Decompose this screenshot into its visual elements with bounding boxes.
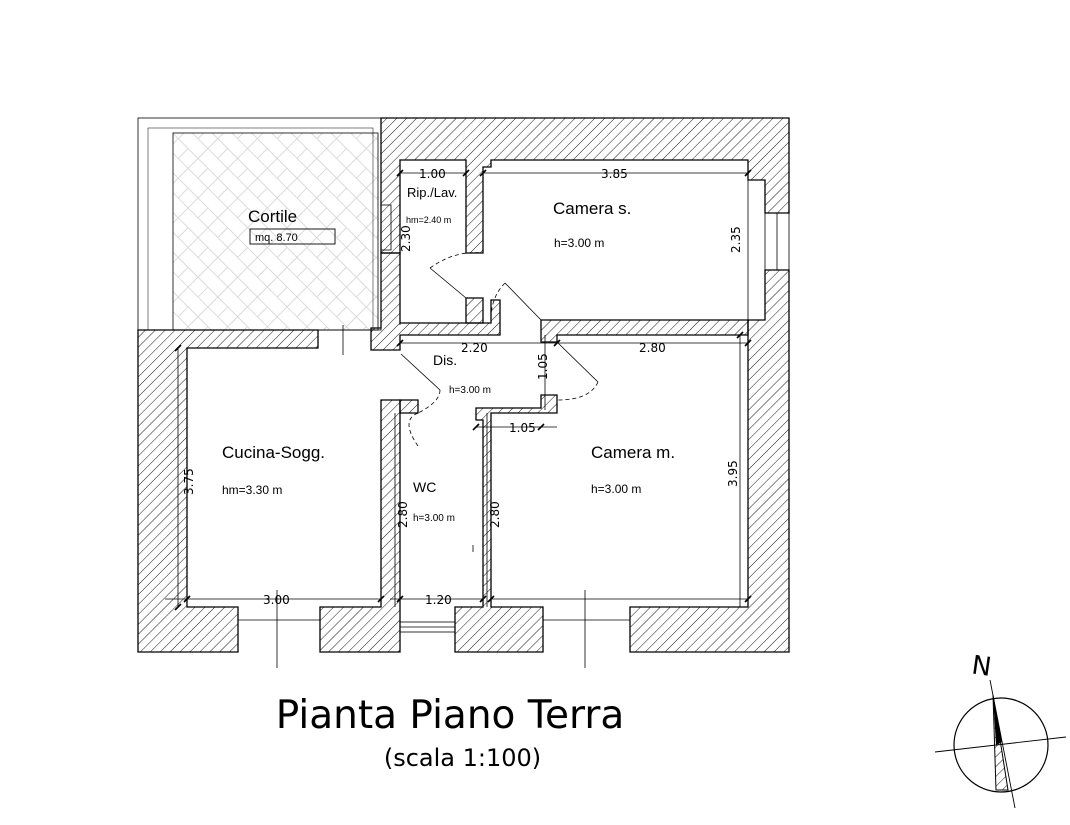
room-cucina-height: hm=3.30 m xyxy=(222,483,282,497)
dim-wc-depth-right: 2.80 xyxy=(488,501,502,528)
room-dis-name: Dis. xyxy=(433,352,457,368)
north-label: N xyxy=(970,650,993,682)
wall-rip-right-stub xyxy=(465,297,484,324)
plan-scale: (scala 1:100) xyxy=(383,744,542,772)
room-wc-name: WC xyxy=(413,479,436,495)
room-camera-m-height: h=3.00 m xyxy=(591,482,641,496)
room-rip-height: hm=2.40 m xyxy=(406,215,451,225)
dimension-ticks xyxy=(174,169,752,611)
courtyard xyxy=(137,117,382,331)
dimension-lines xyxy=(165,165,749,668)
room-cucina-name: Cucina-Sogg. xyxy=(222,443,325,462)
room-camera-s-name: Camera s. xyxy=(553,199,631,218)
wall-west xyxy=(137,329,319,653)
dim-camera-s-depth: 2.35 xyxy=(729,226,743,253)
north-compass: N xyxy=(934,650,1067,809)
dim-camera-m-depth: 3.95 xyxy=(726,460,740,487)
dim-dis-depth: 1.05 xyxy=(536,353,550,380)
dim-step-width: 1.05 xyxy=(509,421,536,435)
plan-title: Pianta Piano Terra xyxy=(275,693,625,738)
wall-wc-stub xyxy=(399,399,419,414)
dim-camera-s-width: 3.85 xyxy=(601,167,628,181)
dim-camera-m-width: 2.80 xyxy=(639,341,666,355)
dim-cucina-depth: 3.75 xyxy=(182,468,196,495)
room-rip-name: Rip./Lav. xyxy=(407,185,457,200)
wall-middle xyxy=(540,319,749,343)
walls xyxy=(137,117,790,653)
windows xyxy=(238,204,790,633)
room-camera-m-name: Camera m. xyxy=(591,443,675,462)
dim-rip-depth: 2.30 xyxy=(399,225,413,252)
room-camera-s-height: h=3.00 m xyxy=(554,236,604,250)
courtyard-area: mq. 8.70 xyxy=(255,232,298,244)
door-swings xyxy=(400,252,599,447)
courtyard-area-box xyxy=(249,228,336,245)
wall-south-a xyxy=(319,399,401,653)
dim-cucina-width: 3.00 xyxy=(263,593,290,607)
room-wc-height: h=3.00 m xyxy=(413,513,455,524)
courtyard-name: Cortile xyxy=(248,207,297,226)
dim-dis-width: 2.20 xyxy=(461,341,488,355)
dim-wc-width: 1.20 xyxy=(425,593,452,607)
wall-south-b xyxy=(454,394,558,653)
wall-east xyxy=(629,269,790,653)
dim-rip-width: 1.00 xyxy=(419,167,446,181)
dim-wc-depth: 2.80 xyxy=(396,501,410,528)
room-dis-height: h=3.00 m xyxy=(449,385,491,396)
